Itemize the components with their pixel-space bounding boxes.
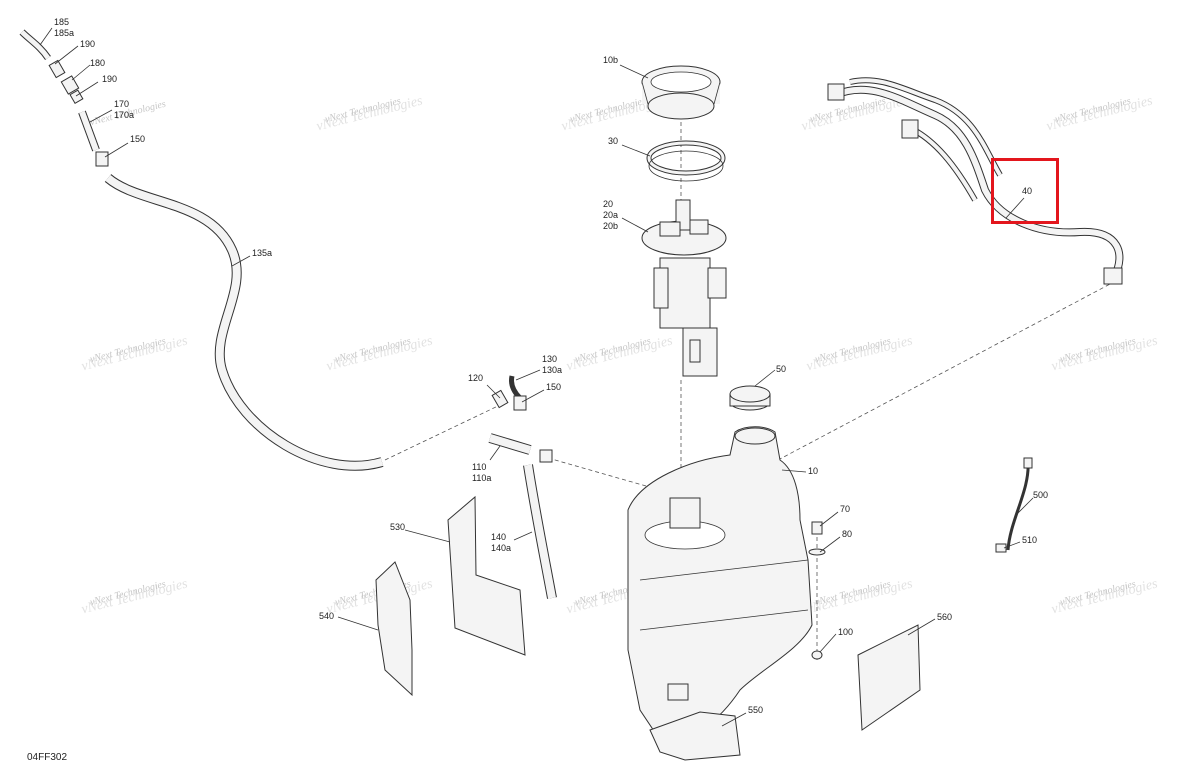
callout-140a: 140a [491, 543, 511, 553]
fuel-line-fittings [488, 375, 553, 463]
callout-20: 20 [603, 199, 613, 209]
callout-40: 40 [1022, 186, 1032, 196]
callout-70: 70 [840, 504, 850, 514]
callout-185: 185 [54, 17, 69, 27]
callout-10: 10 [808, 466, 818, 476]
heat-shields-left [375, 495, 526, 697]
callout-500: 500 [1033, 490, 1048, 500]
callout-510: 510 [1022, 535, 1037, 545]
callout-120: 120 [468, 373, 483, 383]
callout-190: 190 [80, 39, 95, 49]
mounting-hardware [808, 521, 826, 660]
callout-100: 100 [838, 627, 853, 637]
callout-170a: 170a [114, 110, 134, 120]
callout-180: 180 [90, 58, 105, 68]
callout-150-lower: 150 [546, 382, 561, 392]
callout-150-upper: 150 [130, 134, 145, 144]
diagram-code: 04FF302 [27, 752, 68, 763]
filler-cap [729, 385, 771, 411]
callout-130a: 130a [542, 365, 562, 375]
fill-hose [523, 464, 557, 599]
leader-lines [39, 27, 1034, 727]
fuel-pump-module [641, 199, 727, 377]
heat-shields-right [649, 624, 921, 761]
callout-10b: 10b [603, 55, 618, 65]
callout-560: 560 [937, 612, 952, 622]
callout-20a: 20a [603, 210, 618, 220]
vent-tube [995, 457, 1033, 553]
wiring-harness [827, 77, 1124, 285]
callout-110: 110 [472, 462, 486, 472]
callout-30: 30 [608, 136, 618, 146]
fuel-tank [627, 426, 813, 742]
callout-550: 550 [748, 705, 763, 715]
vent-hose-assembly [19, 29, 384, 471]
callout-50: 50 [776, 364, 786, 374]
callout-530: 530 [390, 522, 405, 532]
callout-labels: 185 185a 190 180 190 170 170a 150 135a 1… [54, 17, 1048, 715]
callout-190-lower: 190 [102, 74, 117, 84]
highlight-box-part-40 [991, 158, 1059, 224]
gasket [646, 140, 726, 182]
callout-185a: 185a [54, 28, 74, 38]
lock-ring [641, 65, 721, 120]
callout-135a: 135a [252, 248, 272, 258]
callout-110a: 110a [472, 473, 491, 483]
callout-540: 540 [319, 611, 334, 621]
callout-80: 80 [842, 529, 852, 539]
callout-170: 170 [114, 99, 129, 109]
callout-20b: 20b [603, 221, 618, 231]
callout-140: 140 [491, 532, 506, 542]
callout-130: 130 [542, 354, 557, 364]
